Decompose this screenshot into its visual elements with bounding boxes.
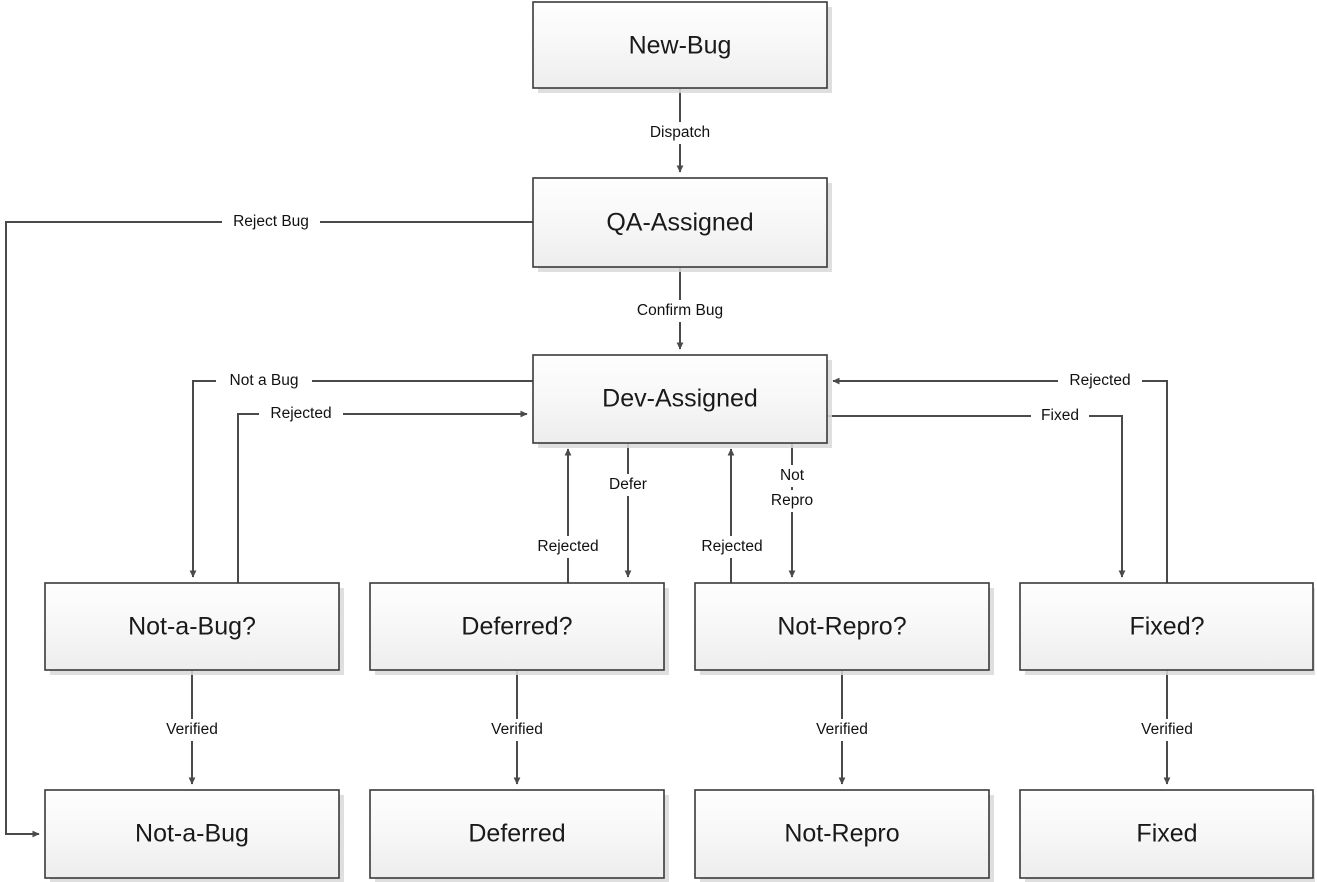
edge-label-rejected-not-a-bug: Rejected [270,405,331,422]
node-dev-assigned[interactable]: Dev-Assigned [532,354,832,448]
node-label-dev-assigned: Dev-Assigned [602,385,758,413]
node-label-fixed-question: Fixed? [1129,613,1204,641]
edge-label-verified-not-a-bug: Verified [166,721,218,738]
node-qa-assigned[interactable]: QA-Assigned [532,177,832,272]
node-deferred[interactable]: Deferred [369,789,669,882]
edge-label-defer: Defer [609,476,647,493]
edge-label-verified-not-repro: Verified [816,721,868,738]
node-new-bug[interactable]: New-Bug [532,1,832,93]
edge-label-rejected-fixed: Rejected [1069,372,1130,389]
edge-label-fixed: Fixed [1041,407,1079,424]
edge-reject-bug [5,221,533,838]
edge-not-a-bug [189,380,533,578]
node-not-repro[interactable]: Not-Repro [694,789,994,882]
edge-label-dispatch: Dispatch [650,124,710,141]
node-label-not-repro: Not-Repro [784,820,899,848]
node-label-new-bug: New-Bug [629,32,732,60]
node-not-a-bug[interactable]: Not-a-Bug [44,789,344,882]
edge-label-verified-fixed: Verified [1141,721,1193,738]
edge-label-not-repro-line1: Not [780,467,805,484]
node-label-deferred-question: Deferred? [461,613,572,641]
nodes-layer: New-Bug QA-Assigned Dev-Assigned Not-a-B… [44,1,1315,882]
edge-label-rejected-deferred: Rejected [537,538,598,555]
node-fixed-question[interactable]: Fixed? [1019,582,1315,675]
node-deferred-question[interactable]: Deferred? [369,582,669,675]
node-label-not-repro-question: Not-Repro? [777,613,906,641]
edge-label-reject-bug: Reject Bug [233,213,309,230]
node-label-fixed: Fixed [1136,820,1197,848]
edge-rejected-fixed [832,377,1168,583]
edge-label-not-a-bug: Not a Bug [230,372,299,389]
node-fixed[interactable]: Fixed [1019,789,1315,882]
edge-label-not-repro-line2: Repro [771,492,813,509]
edge-label-verified-deferred: Verified [491,721,543,738]
node-label-not-a-bug: Not-a-Bug [135,820,249,848]
edge-labels-layer: Dispatch Reject Bug Confirm Bug Not a Bu… [155,122,1206,741]
edge-fixed [827,415,1126,578]
node-label-deferred: Deferred [468,820,565,848]
edge-label-rejected-not-repro: Rejected [701,538,762,555]
node-not-repro-question[interactable]: Not-Repro? [694,582,994,675]
node-label-not-a-bug-question: Not-a-Bug? [128,613,256,641]
node-label-qa-assigned: QA-Assigned [606,209,753,237]
node-not-a-bug-question[interactable]: Not-a-Bug? [44,582,344,675]
edge-label-confirm-bug: Confirm Bug [637,302,723,319]
